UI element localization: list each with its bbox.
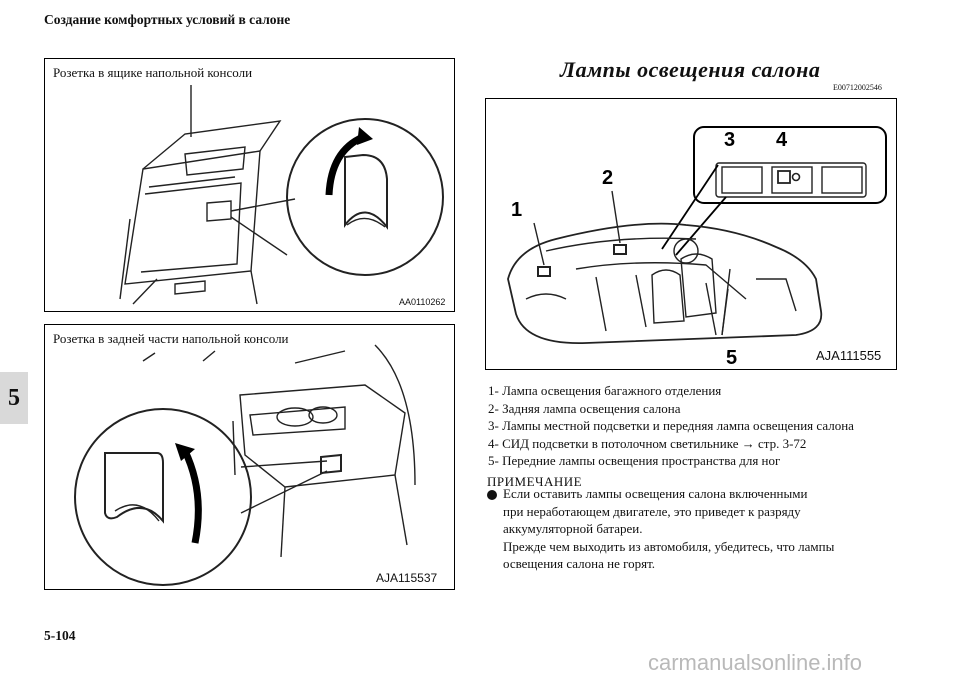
rear-console-illustration <box>74 344 416 586</box>
bullet-icon <box>487 490 497 500</box>
page-number: 5-104 <box>44 628 76 643</box>
console-box-illustration <box>119 85 444 305</box>
figure-console-box-socket: Розетка в ящике напольной консоли AA0110… <box>44 58 455 312</box>
note-line: Если оставить лампы освещения салона вкл… <box>503 486 808 501</box>
watermark: carmanualsonline.info <box>648 650 863 675</box>
running-header: Создание комфортных условий в салоне <box>44 12 291 27</box>
interior-lamps-illustration: 1 2 3 4 5 <box>507 126 887 369</box>
figure-code: AJA111555 <box>816 348 882 363</box>
chapter-tab: 5 <box>0 372 28 424</box>
lamp-legend: 1- Лампа освещения багажного отделения 2… <box>488 382 854 470</box>
section-title: Лампы освещения салона <box>560 57 821 82</box>
legend-item: 4- СИД подсветки в потолочном светильник… <box>488 435 807 451</box>
legend-item: 2- Задняя лампа освещения салона <box>488 400 681 416</box>
figure-interior-lamps: 1 2 3 4 5 AJA111555 <box>485 98 897 370</box>
figure-code: AJA115537 <box>376 571 438 585</box>
note-line: Прежде чем выходить из автомобиля, убеди… <box>503 538 835 554</box>
legend-item: 5- Передние лампы освещения пространства… <box>488 453 781 468</box>
figure-caption: Розетка в ящике напольной консоли <box>53 65 253 80</box>
legend-item: 1- Лампа освещения багажного отделения <box>488 383 722 398</box>
callout-label-3: 3 <box>724 129 735 151</box>
callout-label-5: 5 <box>726 347 737 369</box>
section-code: E00712002546 <box>833 83 882 92</box>
figure-caption: Розетка в задней части напольной консоли <box>53 331 289 346</box>
note-line: освещения салона не горят. <box>503 556 656 571</box>
callout-label-4: 4 <box>776 129 788 151</box>
note-line: при неработающем двигателе, это приведет… <box>503 503 801 519</box>
note-body: Если оставить лампы освещения салона вкл… <box>503 485 913 573</box>
figure-code: AA0110262 <box>399 297 446 307</box>
figure-rear-console-socket: Розетка в задней части напольной консоли… <box>44 324 455 590</box>
note-line: аккумуляторной батареи. <box>503 521 643 536</box>
callout-label-2: 2 <box>602 167 613 189</box>
callout-labels: 1 2 3 4 5 <box>511 129 788 369</box>
note-heading: ПРИМЕЧАНИЕ <box>487 474 583 489</box>
legend-item: 3- Лампы местной подсветки и передняя ла… <box>488 418 854 433</box>
callout-label-1: 1 <box>511 199 522 221</box>
